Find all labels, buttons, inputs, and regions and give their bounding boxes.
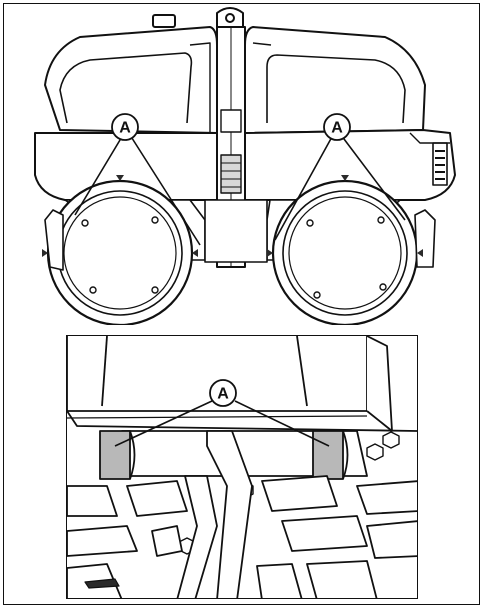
drum-teeth — [42, 175, 423, 257]
callout-a-detail: A — [209, 379, 237, 407]
svg-text:A: A — [331, 120, 343, 137]
callout-a-upper-right: A — [323, 113, 351, 141]
top-cap — [152, 14, 176, 28]
right-hub-gray — [312, 430, 344, 480]
callout-a-upper-left: A — [111, 113, 139, 141]
detail-inset: A — [66, 335, 418, 599]
right-hood — [244, 26, 426, 134]
vent-grille — [432, 142, 448, 186]
figure-frame — [3, 3, 480, 605]
drum-treads — [67, 475, 417, 598]
right-drum — [271, 179, 419, 325]
svg-text:A: A — [217, 386, 229, 403]
left-hub-gray — [99, 430, 131, 480]
svg-text:A: A — [119, 120, 131, 137]
center-bracket — [206, 430, 253, 598]
machine-overview-illustration: A A — [5, 5, 480, 325]
right-body-band — [244, 129, 456, 201]
left-drum — [46, 179, 194, 325]
housing-lip — [67, 410, 417, 432]
